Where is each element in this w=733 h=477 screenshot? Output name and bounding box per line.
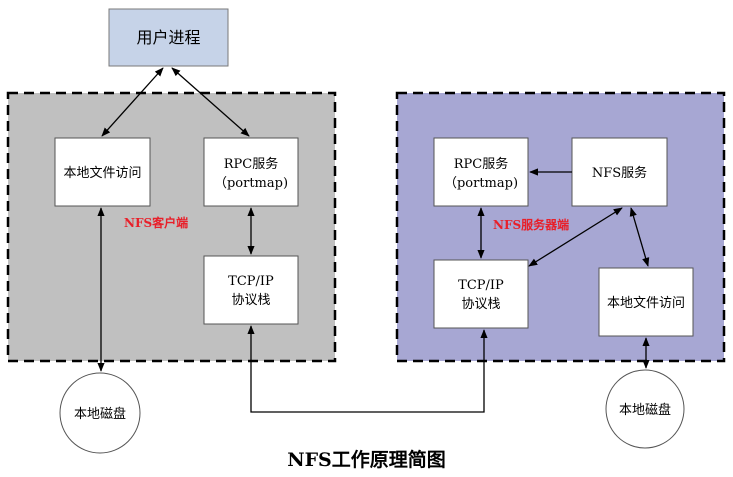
diagram-caption: NFS工作原理简图 [287,448,446,471]
user-process-box [108,8,229,67]
arrow-nfs-to-tcpip [528,207,623,267]
client-rpc-service-label-1: RPC服务 [224,156,278,172]
server-nfs-service-box [571,137,668,207]
user-process-label: 用户进程 [136,28,200,47]
client-local-file-access-box [54,137,151,207]
server-local-disk-label: 本地磁盘 [619,402,671,418]
server-nfs-service-label: NFS服务 [592,165,647,181]
client-rpc-service-box [203,137,299,207]
arrow-user-to-client-file-access [101,67,164,137]
server-tcpip-label-2: 协议栈 [461,297,500,312]
arrow-user-to-client-rpc [171,67,250,137]
client-local-disk [59,372,141,454]
server-local-file-access-label: 本地文件访问 [607,296,685,311]
arrow-nfs-to-local-file-access [629,207,650,267]
server-tcpip-label-1: TCP/IP [458,278,504,293]
client-tcpip-label-1: TCP/IP [228,274,274,289]
server-rpc-service-label-2: （portmap) [444,176,518,191]
server-region-label: NFS服务器端 [493,217,569,232]
server-tcpip-box [433,259,529,329]
client-tcpip-box [203,255,299,325]
server-rpc-service-label-1: RPC服务 [454,156,508,172]
client-local-disk-label: 本地磁盘 [74,406,126,422]
client-rpc-service-label-2: （portmap) [214,176,288,191]
client-local-file-access-label: 本地文件访问 [63,166,141,181]
client-region-label: NFS客户端 [124,215,188,230]
client-tcpip-label-2: 协议栈 [231,293,270,308]
arrow-network-connection [247,325,488,413]
server-rpc-service-box [433,137,529,207]
server-local-disk [605,369,685,449]
server-local-file-access-box [598,267,694,337]
